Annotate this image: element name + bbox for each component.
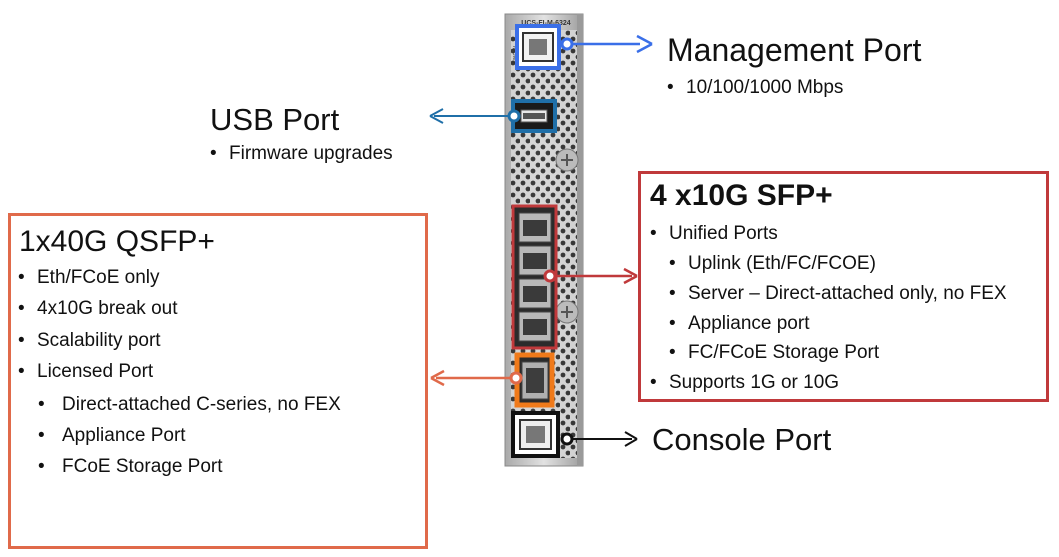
qsfp-subitem: Appliance Port [38, 426, 185, 445]
qsfp-subitem: FCoE Storage Port [38, 457, 222, 476]
sfp-arrow [543, 267, 638, 285]
module-edge [577, 14, 583, 466]
sfp-subitem: Appliance port [669, 314, 810, 333]
screw-icon [555, 300, 579, 324]
mgmt-label: MGMT [511, 46, 517, 65]
usb-port-item: Firmware upgrades [210, 144, 393, 163]
qsfp-arrow [430, 369, 523, 387]
qsfp-item: 4x10G break out [18, 299, 178, 318]
console-arrow [560, 431, 638, 447]
sfp-cages [518, 212, 552, 342]
console-port-title: Console Port [652, 422, 832, 457]
sfp-item: Unified Ports [650, 224, 778, 243]
sfp-subitem: Uplink (Eth/FC/FCOE) [669, 254, 876, 273]
qsfp-item: Licensed Port [18, 362, 153, 381]
sfp-title: 4 x10G SFP+ [650, 179, 833, 212]
screw-icon [555, 148, 579, 172]
usb-arrow [429, 108, 521, 124]
management-port-item: 10/100/1000 Mbps [667, 78, 843, 97]
usb-port-title: USB Port [210, 102, 340, 137]
sfp-subitem: Server – Direct-attached only, no FEX [669, 284, 1007, 303]
sfp-subitem: FC/FCoE Storage Port [669, 343, 879, 362]
sfp-item: Supports 1G or 10G [650, 373, 839, 392]
management-arrow [560, 34, 653, 54]
qsfp-item: Scalability port [18, 331, 160, 350]
module-label: UCS-FI-M-6324 [521, 20, 571, 27]
management-port-title: Management Port [667, 32, 922, 68]
qsfp-item: Eth/FCoE only [18, 268, 159, 287]
qsfp-title: 1x40G QSFP+ [19, 225, 215, 258]
qsfp-subitem: Direct-attached C-series, no FEX [38, 395, 341, 414]
